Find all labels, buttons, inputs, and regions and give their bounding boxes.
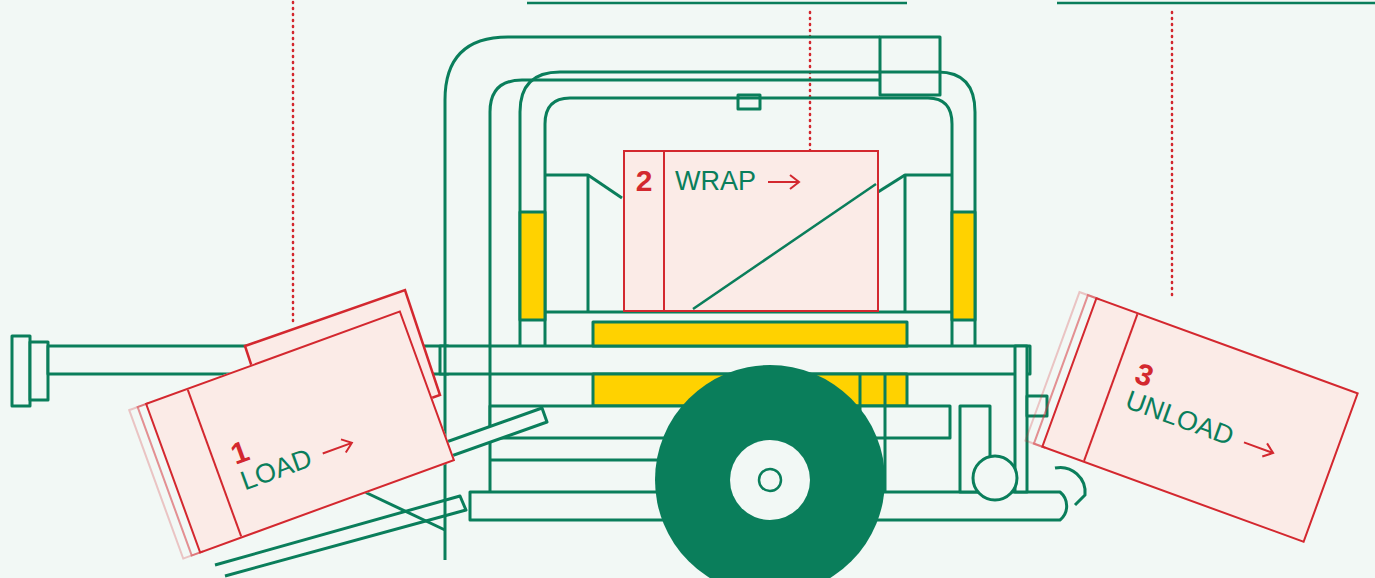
machine-part <box>593 322 907 346</box>
machine-part <box>1057 2 1375 5</box>
machine-part <box>880 37 940 95</box>
number-cell: 2 <box>625 166 663 196</box>
step-number: 2 <box>625 166 663 196</box>
arrow-stroke <box>320 436 354 460</box>
machine-part <box>292 2 295 322</box>
word-cell: WRAP <box>675 168 802 195</box>
machine-part <box>520 212 545 320</box>
direction-arrow <box>766 173 802 191</box>
direction-arrow <box>317 433 357 462</box>
motion-trail <box>128 402 203 560</box>
top-rules <box>527 2 1375 5</box>
machine-part <box>655 365 885 578</box>
label-row: UNLOAD <box>1122 386 1280 466</box>
machine-part <box>12 336 30 406</box>
motion-trail <box>1033 294 1100 449</box>
machine-part <box>1027 396 1047 416</box>
direction-arrow <box>1239 433 1279 462</box>
machine-part <box>730 440 810 520</box>
machine-part <box>878 175 905 192</box>
machine-part <box>1055 467 1085 505</box>
wheel <box>655 365 885 578</box>
arrow-stroke <box>768 175 799 189</box>
step-label: WRAP <box>675 168 756 195</box>
machine-part <box>1171 12 1174 298</box>
machine-part <box>759 469 781 491</box>
label-row: LOAD <box>237 429 359 495</box>
bale-box: 3UNLOAD <box>1041 297 1359 543</box>
machine-part <box>588 175 622 198</box>
motion-trail <box>136 402 203 557</box>
machine-part <box>30 342 48 400</box>
machine-part <box>905 175 952 312</box>
text-group: 3UNLOAD <box>1122 358 1290 466</box>
leader-lines <box>293 2 1172 322</box>
machine-part <box>952 212 975 320</box>
wrap-bale-box: 2 WRAP <box>623 150 879 312</box>
motion-trail <box>1024 291 1099 449</box>
roller-ramp <box>693 184 876 309</box>
step-label: UNLOAD <box>1122 386 1237 450</box>
machine-part <box>527 2 907 5</box>
machine-part <box>440 346 1030 374</box>
machine-frame <box>12 37 1085 576</box>
arrow-stroke <box>1241 435 1275 459</box>
machine-part <box>545 175 588 312</box>
bale-divider <box>663 152 665 310</box>
machine-part <box>520 72 975 346</box>
machine-part <box>545 98 952 346</box>
machine-part <box>973 456 1017 500</box>
text-group: 1LOAD <box>227 401 359 495</box>
